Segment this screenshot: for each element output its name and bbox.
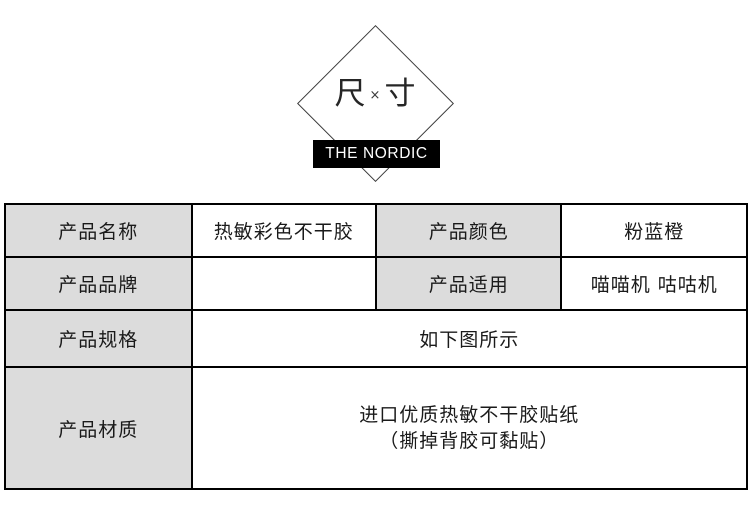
material-line-1: 进口优质热敏不干胶贴纸 bbox=[359, 404, 580, 426]
row-label-product-name: 产品名称 bbox=[4, 203, 193, 258]
row-value-product-compatibility: 喵喵机 咕咕机 bbox=[560, 256, 748, 311]
product-spec-table: 产品名称 热敏彩色不干胶 产品颜色 粉蓝橙 产品品牌 产品适用 喵喵机 咕咕机 … bbox=[4, 203, 748, 490]
row-label-product-brand: 产品品牌 bbox=[4, 256, 193, 311]
row-label-product-color: 产品颜色 bbox=[374, 203, 563, 258]
row-value-product-spec: 如下图所示 bbox=[190, 309, 748, 368]
table-row: 产品品牌 产品适用 喵喵机 咕咕机 bbox=[4, 256, 748, 311]
row-label-product-material: 产品材质 bbox=[4, 366, 193, 490]
logo-chinese-wordmark: 尺×寸 bbox=[297, 77, 454, 113]
row-label-product-spec: 产品规格 bbox=[4, 309, 193, 368]
logo-char-right: 寸 bbox=[384, 76, 417, 112]
row-value-product-name: 热敏彩色不干胶 bbox=[190, 203, 377, 258]
multiply-symbol-icon: × bbox=[369, 88, 382, 103]
row-label-product-compatibility: 产品适用 bbox=[374, 256, 563, 311]
logo-banner-label: THE NORDIC bbox=[313, 140, 440, 168]
logo-stage: 尺×寸 THE NORDIC bbox=[297, 25, 454, 182]
brand-logo: 尺×寸 THE NORDIC bbox=[0, 0, 755, 192]
row-value-product-brand bbox=[190, 256, 377, 311]
row-value-product-material: 进口优质热敏不干胶贴纸 （撕掉背胶可黏贴） bbox=[190, 366, 748, 490]
row-value-product-color: 粉蓝橙 bbox=[560, 203, 748, 258]
table-row: 产品名称 热敏彩色不干胶 产品颜色 粉蓝橙 bbox=[4, 203, 748, 258]
table-row: 产品材质 进口优质热敏不干胶贴纸 （撕掉背胶可黏贴） bbox=[4, 366, 748, 490]
table-row: 产品规格 如下图所示 bbox=[4, 309, 748, 368]
logo-char-left: 尺 bbox=[334, 76, 367, 112]
material-line-2: （撕掉背胶可黏贴） bbox=[379, 430, 560, 452]
